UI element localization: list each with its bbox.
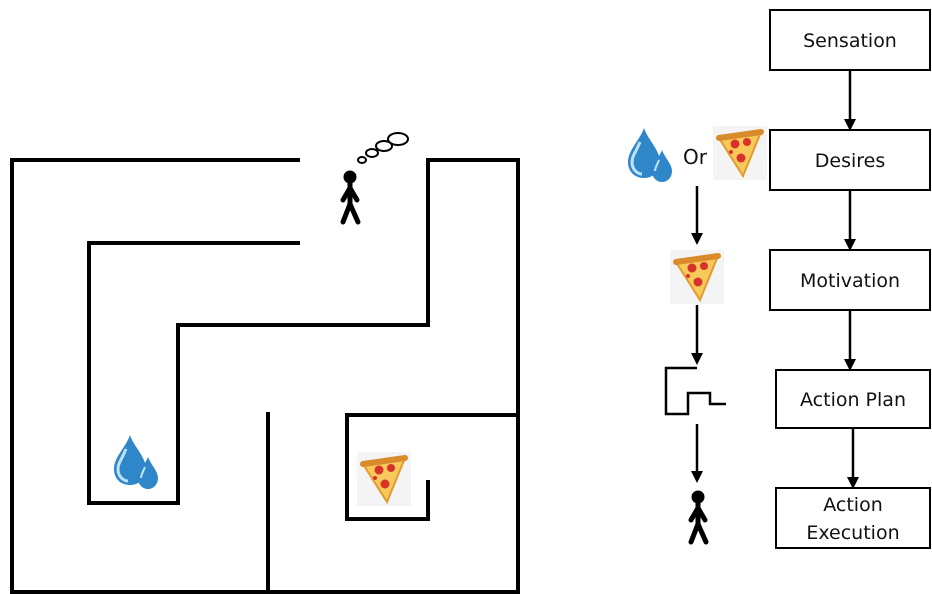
- choice-pizza-slice-icon: [713, 126, 767, 180]
- executing-stick-figure-icon: [691, 491, 706, 543]
- stage-label-motivation: Motivation: [800, 270, 900, 292]
- stage-label-action-execution-line1: Action: [823, 494, 883, 516]
- thought-bubble-icon: [358, 133, 408, 163]
- maze-pizza-slice-icon: [357, 452, 411, 506]
- flow-column: Sensation Desires Motivation Action Plan…: [770, 10, 930, 548]
- choice-water-drops-icon: [628, 128, 672, 182]
- stage-label-action-plan: Action Plan: [800, 389, 906, 411]
- maze-stick-figure-icon: [343, 171, 358, 223]
- path-plan-icon: [666, 368, 726, 414]
- stage-label-action-execution-line2: Execution: [806, 522, 899, 544]
- maze-outer-wall: [12, 160, 518, 592]
- maze-water-drops-icon: [114, 435, 158, 489]
- stage-label-desires: Desires: [815, 150, 885, 172]
- or-label: Or: [683, 145, 708, 169]
- stage-label-sensation: Sensation: [803, 30, 897, 52]
- maze: [12, 160, 518, 592]
- chosen-pizza-slice-icon: [670, 250, 724, 304]
